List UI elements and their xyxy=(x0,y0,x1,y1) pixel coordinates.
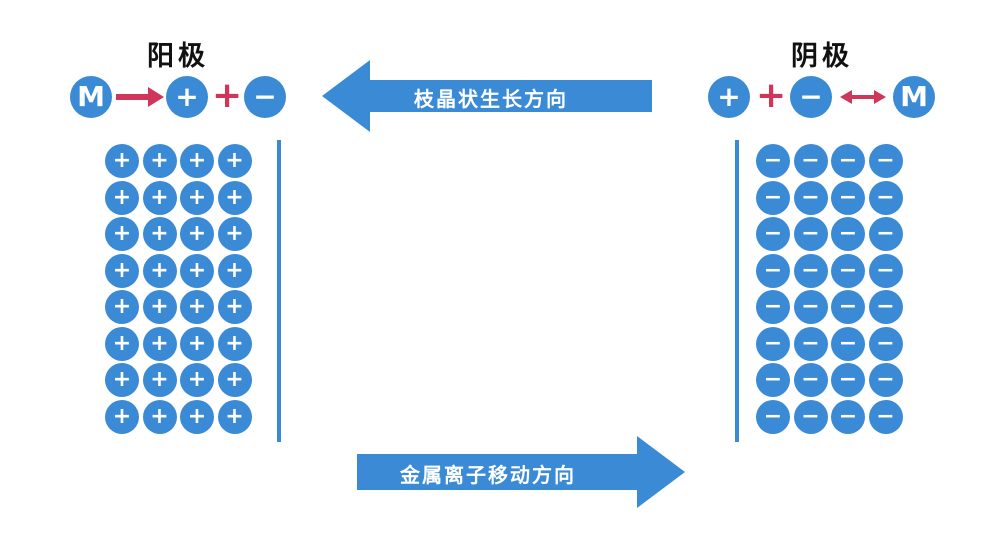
anode-cation-particle: + xyxy=(105,290,139,324)
cathode-anion-particle: − xyxy=(756,290,790,324)
cathode-plate xyxy=(735,140,739,442)
anode-cation-particle: + xyxy=(142,363,177,397)
anode-cation-particle: + xyxy=(105,217,139,251)
anode-cation-particle: + xyxy=(180,326,214,361)
anode-plus-sign: + xyxy=(212,75,243,116)
anode-cation-particle: + xyxy=(105,326,139,361)
cathode-anion-particle: − xyxy=(831,217,865,251)
anode-cation-particle: + xyxy=(217,144,252,178)
anode-cation: + xyxy=(166,76,208,118)
anode-cation-particle: + xyxy=(142,217,177,251)
anode-cation-particle: + xyxy=(180,180,214,215)
anode-cation-particle: + xyxy=(142,290,177,324)
cathode-anion-particle: − xyxy=(868,144,903,178)
cathode-anion-particle: − xyxy=(793,399,828,434)
cathode-anion-particle: − xyxy=(831,290,865,324)
anode-cation-particle: + xyxy=(142,399,177,434)
dendrite-growth-label: 枝晶状生长方向 xyxy=(414,87,568,111)
cathode-anion-particle: − xyxy=(756,180,790,215)
anode-cation-particle: + xyxy=(105,144,139,178)
cathode-cation: + xyxy=(708,76,750,118)
cathode-anion-particle: − xyxy=(831,326,865,361)
cathode-anion-particle: − xyxy=(756,253,790,288)
anode-anion: − xyxy=(244,76,286,118)
cathode-anion-particle: − xyxy=(793,290,828,324)
cathode-anion-particle: − xyxy=(756,144,790,178)
oxidation-arrow-icon xyxy=(116,87,164,107)
anode-cation-particle: + xyxy=(105,363,139,397)
anode-title: 阳极 xyxy=(147,41,209,72)
anode-cation-particle: + xyxy=(142,144,177,178)
anode-cation-particle: + xyxy=(180,363,214,397)
cathode-anion-grid: −−−−−−−−−−−−−−−−−−−−−−−−−−−−−−−− xyxy=(756,144,906,440)
anode-cation-particle: + xyxy=(180,290,214,324)
cathode-metal-atom: M xyxy=(893,76,935,118)
anode-cation-particle: + xyxy=(217,180,252,215)
anode-cation-particle: + xyxy=(217,363,252,397)
cathode-anion-particle: − xyxy=(756,399,790,434)
anode-cation-particle: + xyxy=(142,253,177,288)
anode-cation-particle: + xyxy=(180,399,214,434)
cathode-anion-particle: − xyxy=(868,290,903,324)
cathode-anion-particle: − xyxy=(793,326,828,361)
anode-cation-particle: + xyxy=(180,144,214,178)
cathode-anion-particle: − xyxy=(868,217,903,251)
cathode-anion-particle: − xyxy=(756,363,790,397)
cathode-anion-particle: − xyxy=(831,180,865,215)
cathode-anion-particle: − xyxy=(793,180,828,215)
anode-plate xyxy=(277,140,281,442)
cathode-anion-particle: − xyxy=(831,399,865,434)
cathode-title: 阴极 xyxy=(791,41,853,72)
anode-cation-particle: + xyxy=(105,180,139,215)
anode-metal-atom: M xyxy=(70,76,112,118)
cathode-anion-particle: − xyxy=(868,326,903,361)
cathode-anion-particle: − xyxy=(868,253,903,288)
ion-migration-label: 金属离子移动方向 xyxy=(400,463,576,487)
anode-cation-particle: + xyxy=(180,217,214,251)
double-arrow-icon xyxy=(840,90,886,104)
anode-cation-particle: + xyxy=(217,290,252,324)
cathode-anion-particle: − xyxy=(793,363,828,397)
cathode-anion-particle: − xyxy=(793,253,828,288)
anode-cation-particle: + xyxy=(180,253,214,288)
cathode-anion-particle: − xyxy=(831,253,865,288)
cathode-anion-particle: − xyxy=(831,144,865,178)
ion-migration-arrow xyxy=(357,436,685,508)
cathode-anion-particle: − xyxy=(756,326,790,361)
anode-cation-particle: + xyxy=(142,180,177,215)
anode-cation-grid: ++++++++++++++++++++++++++++++++ xyxy=(105,144,255,440)
anode-cation-particle: + xyxy=(217,399,252,434)
cathode-anion-particle: − xyxy=(868,363,903,397)
anode-cation-particle: + xyxy=(105,399,139,434)
dendrite-growth-arrow xyxy=(322,60,652,132)
cathode-anion-particle: − xyxy=(793,217,828,251)
cathode-anion-particle: − xyxy=(868,399,903,434)
cathode-anion-particle: − xyxy=(793,144,828,178)
anode-cation-particle: + xyxy=(217,326,252,361)
anode-cation-particle: + xyxy=(142,326,177,361)
cathode-anion-particle: − xyxy=(756,217,790,251)
cathode-anion: − xyxy=(790,76,832,118)
anode-cation-particle: + xyxy=(105,253,139,288)
anode-cation-particle: + xyxy=(217,253,252,288)
anode-cation-particle: + xyxy=(217,217,252,251)
cathode-anion-particle: − xyxy=(868,180,903,215)
cathode-plus-sign: + xyxy=(756,75,787,116)
cathode-anion-particle: − xyxy=(831,363,865,397)
